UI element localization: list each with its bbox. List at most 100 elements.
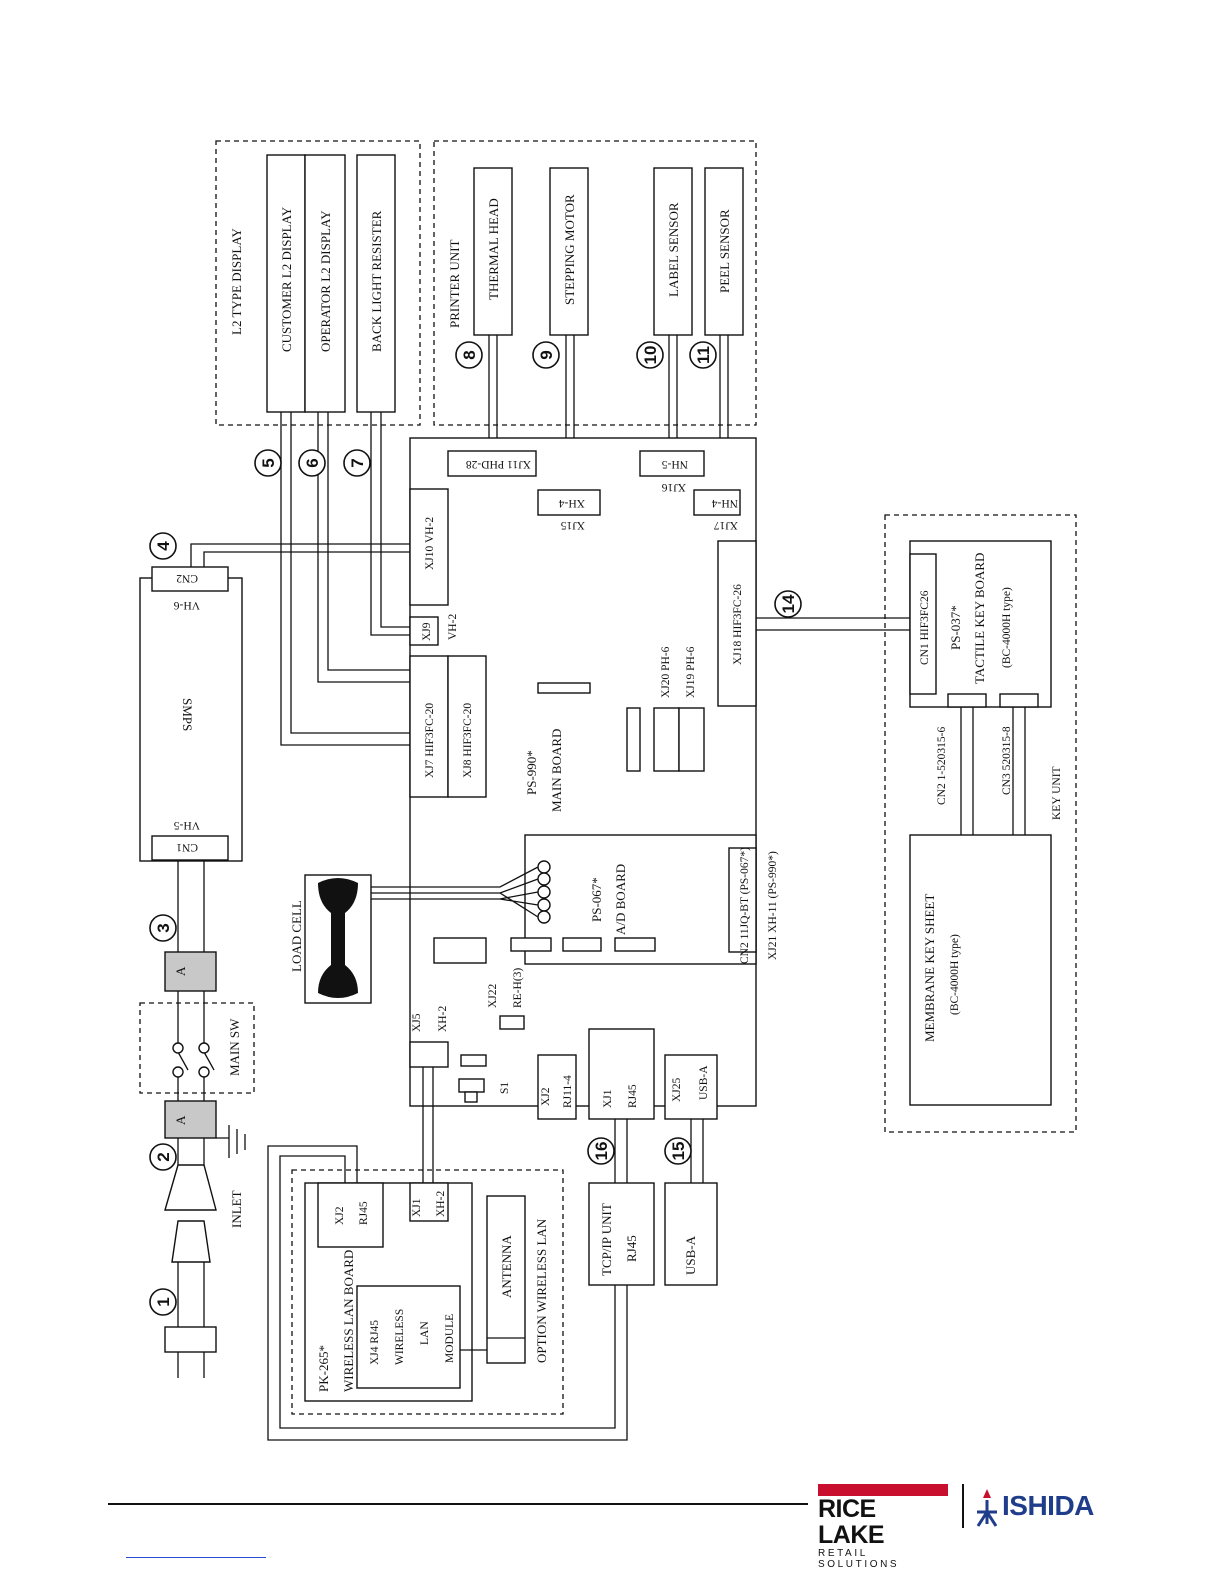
- back-light-resister: [356, 154, 396, 413]
- key-unit-group: [884, 514, 1077, 1133]
- tactile-cn1-label: CN1 HIF3FC26: [919, 590, 931, 665]
- peel-sensor-label: PEEL SENSOR: [717, 209, 732, 293]
- callout-16: 16: [587, 1137, 615, 1165]
- wire-8: [488, 335, 498, 451]
- xj2-label: XJ2: [540, 1087, 552, 1106]
- board-comp-1: [460, 1054, 487, 1067]
- xj17-label: XJ17: [713, 519, 738, 531]
- peel-sensor: [704, 167, 744, 336]
- callout-14: 14: [774, 590, 802, 618]
- ishida-mark-icon: [976, 1489, 998, 1527]
- xj25-conn-label: USB-A: [698, 1065, 710, 1100]
- ad-part-label: PS-067*: [589, 877, 604, 922]
- smps-cn1: [151, 835, 229, 861]
- tactile-type-label: (BC-4000H type): [1001, 587, 1013, 668]
- wl-part-label: PK-265*: [316, 1345, 331, 1392]
- ad-pad-2: [562, 937, 602, 952]
- key-cn2-label: CN2 1-520315-6: [936, 726, 948, 805]
- rice-lake-logo-bar: [818, 1484, 948, 1496]
- xj18-connector: [717, 540, 757, 707]
- wl-xj2-label: XJ2: [334, 1206, 346, 1225]
- wire-6: [317, 412, 448, 683]
- smps-cn1-label: CN1: [176, 841, 198, 853]
- xj11-label: XJ11 PHD-28: [466, 458, 531, 470]
- xj2-connector: [537, 1054, 577, 1120]
- svg-text:16: 16: [592, 1142, 611, 1161]
- wl-lan-module: [356, 1285, 461, 1389]
- wire-xj5-wl: [422, 1067, 434, 1183]
- xj18-label: XJ18 HIF3FC-26: [732, 584, 744, 665]
- svg-text:15: 15: [669, 1142, 688, 1161]
- stepping-motor: [549, 167, 589, 336]
- tactile-part-label: PS-037*: [948, 605, 963, 650]
- xj22-connector: [499, 1015, 525, 1030]
- key-ribbon-2: [1012, 707, 1026, 835]
- xj5-label: XJ5: [411, 1013, 423, 1032]
- xj15-label: XJ15: [560, 519, 585, 531]
- usb-a-label: USB-A: [683, 1235, 698, 1275]
- main-board-part-label: PS-990*: [524, 750, 539, 795]
- key-ribbon-1: [960, 707, 974, 835]
- membrane-key-sheet: [909, 834, 1052, 1106]
- wire-14: [756, 617, 910, 631]
- cord-clamp: [164, 1326, 217, 1353]
- xj8-label: XJ8 HIF3FC-20: [462, 703, 474, 778]
- s1-label: S1: [499, 1082, 511, 1094]
- callout-8: 8: [455, 341, 483, 369]
- wire-3: [177, 860, 205, 952]
- callout-9: 9: [532, 341, 560, 369]
- re-h-label: RE-H(3): [512, 968, 524, 1008]
- svg-text:8: 8: [460, 350, 479, 359]
- xj2-conn-label: RJ11-4: [562, 1075, 574, 1108]
- rice-lake-name: RICE LAKE: [818, 1495, 885, 1549]
- load-cell-wires: [371, 866, 539, 918]
- xj19-connector: [678, 707, 705, 772]
- key-cn3-label: CN3 520315-8: [1001, 726, 1013, 795]
- nh4-connector: [693, 489, 741, 516]
- wl-board-label: WIRELESS LAN BOARD: [341, 1250, 356, 1392]
- rice-lake-tagline: RETAIL SOLUTIONS: [818, 1548, 900, 1570]
- xj7-connector: [409, 655, 449, 798]
- option-wl-label: OPTION WIRELESS LAN: [534, 1218, 549, 1363]
- inlet-plug: [164, 1164, 217, 1211]
- printer-unit-group: [433, 140, 757, 426]
- xj16-label: XJ16: [661, 481, 686, 493]
- key-unit-label: KEY UNIT: [1051, 766, 1063, 820]
- wl-xj1-label: XJ1: [411, 1198, 423, 1217]
- xj1-conn-label: RJ45: [627, 1084, 639, 1108]
- main-board-label: MAIN BOARD: [549, 729, 564, 812]
- xj5-connector: [409, 1041, 449, 1068]
- key-cn3: [999, 693, 1039, 708]
- wire-4: [190, 543, 410, 567]
- svg-text:14: 14: [779, 594, 798, 613]
- key-cn2: [947, 693, 987, 708]
- antenna: [486, 1195, 526, 1364]
- ad-pad-3: [614, 937, 656, 952]
- fuse-a-1: [164, 951, 217, 992]
- stepping-motor-label: STEPPING MOTOR: [562, 194, 577, 305]
- callout-10: 10: [636, 341, 664, 369]
- board-pad: [433, 937, 487, 964]
- tcpip-label: TCP/IP UNIT: [599, 1203, 614, 1276]
- main-switch: [172, 991, 215, 1101]
- wl-lan-label: LAN: [419, 1321, 431, 1345]
- smps: [139, 577, 243, 862]
- callout-1: 1: [149, 1288, 177, 1316]
- wl-rj45-label: RJ45: [358, 1201, 370, 1225]
- board-slot: [626, 707, 641, 772]
- block-diagram: L2 TYPE DISPLAY CUSTOMER L2 DISPLAY OPER…: [139, 140, 1077, 1441]
- svg-text:6: 6: [303, 458, 322, 467]
- membrane-label: MEMBRANE KEY SHEET: [922, 894, 937, 1042]
- svg-text:10: 10: [641, 346, 660, 365]
- tcpip-rj45-label: RJ45: [624, 1235, 639, 1262]
- ishida-logo: ISHIDA: [974, 1486, 1104, 1530]
- svg-text:3: 3: [154, 923, 173, 932]
- wire-10: [668, 335, 678, 451]
- s1-switch: [464, 1091, 478, 1103]
- xj22-label: XJ22: [487, 983, 499, 1008]
- fuse-a-2-label: A: [173, 1115, 188, 1125]
- callout-7: 7: [343, 449, 371, 477]
- callout-3: 3: [149, 914, 177, 942]
- l2-type-display-label: L2 TYPE DISPLAY: [229, 227, 244, 335]
- svg-text:2: 2: [154, 1152, 173, 1161]
